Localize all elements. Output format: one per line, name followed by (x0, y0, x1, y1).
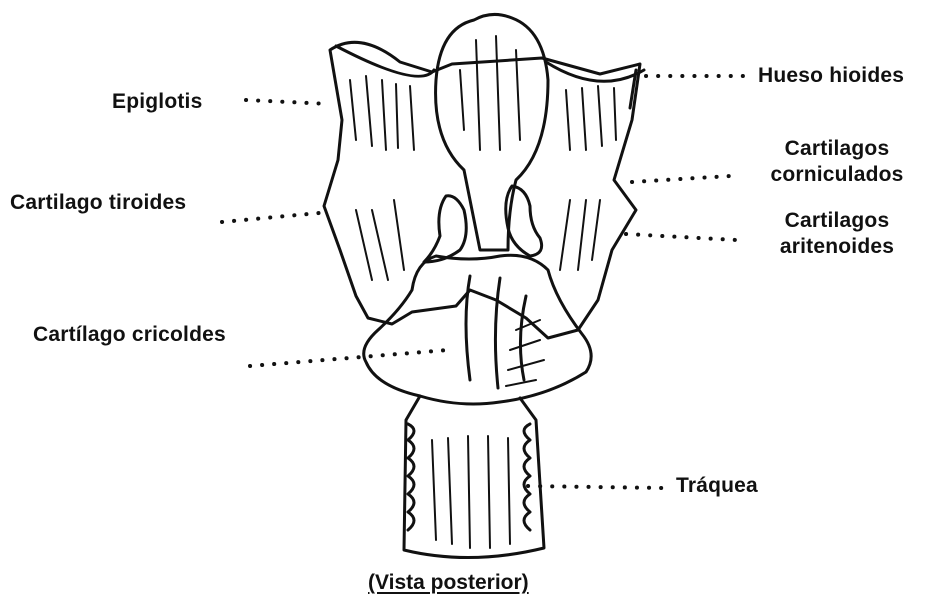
thyroid-cartilage-drawing (324, 42, 640, 338)
label-traquea: Tráquea (676, 473, 758, 499)
label-cartilago-tiroides: Cartilago tiroides (10, 190, 186, 216)
label-cartilago-cricoides: Cartílago cricoldes (33, 322, 226, 348)
leader-tiroides (222, 212, 330, 222)
label-cartilagos-aritenoides: Cartilagos aritenoides (748, 208, 926, 260)
arytenoid-left-drawing (424, 196, 466, 262)
leader-aritenoides (626, 234, 736, 240)
leader-cricoides (250, 350, 448, 366)
label-epiglotis: Epiglotis (112, 89, 202, 115)
label-aritenoides-line-1: Cartilagos (748, 208, 926, 234)
cricoid-cartilage-drawing (364, 255, 591, 404)
leader-epiglotis (246, 100, 330, 104)
caption-vista-posterior: (Vista posterior) (368, 571, 529, 595)
label-aritenoides-line-2: aritenoides (748, 234, 926, 260)
label-cartilagos-corniculados: Cartilagos corniculados (748, 136, 926, 188)
trachea-drawing (404, 396, 544, 558)
label-corniculados-line-1: Cartilagos (748, 136, 926, 162)
label-corniculados-line-2: corniculados (748, 162, 926, 188)
label-hueso-hioides: Hueso hioides (758, 63, 904, 89)
leader-corniculados (632, 176, 730, 182)
leader-traquea (528, 486, 664, 488)
